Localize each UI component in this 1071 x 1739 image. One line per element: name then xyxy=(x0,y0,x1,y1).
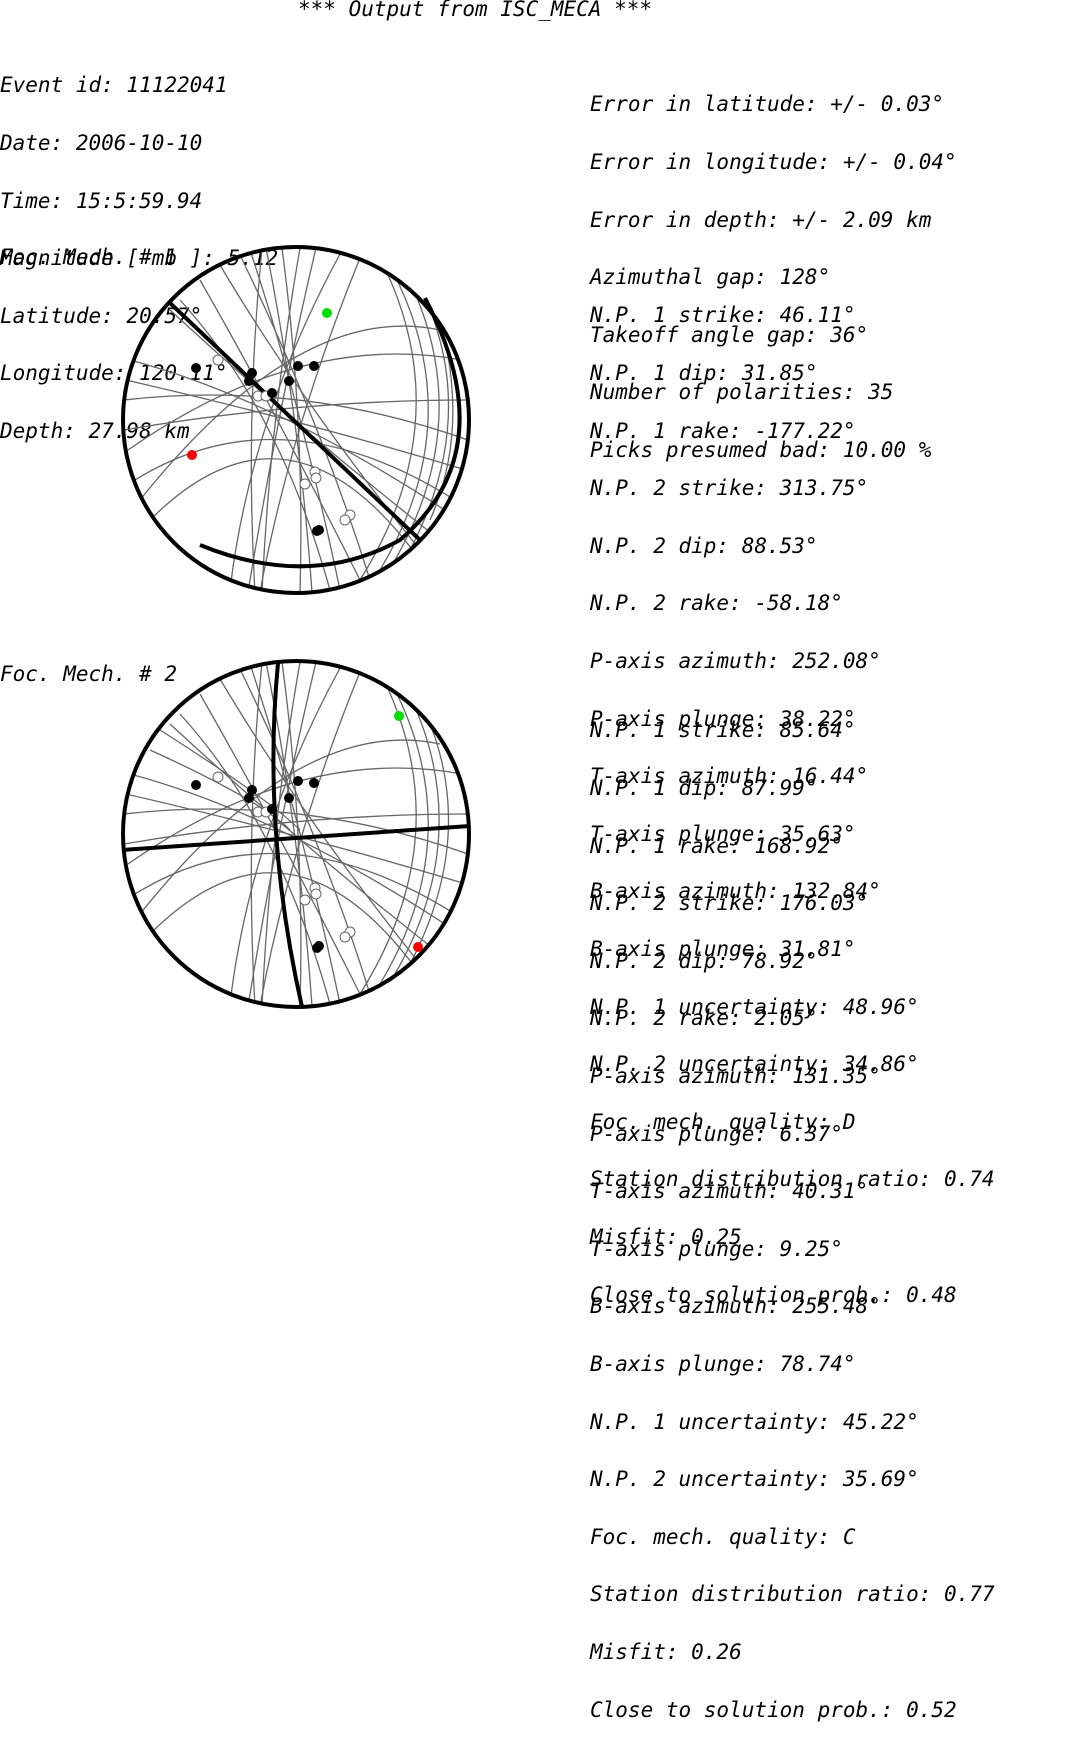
beachball-2 xyxy=(121,659,471,1009)
number-of-polarities: Number of polarities: 35 xyxy=(590,380,894,405)
p-axis-marker-1 xyxy=(322,308,332,318)
azimuthal-gap: Azimuthal gap: 128° xyxy=(590,265,831,290)
event-date: Date: 2006-10-10 xyxy=(0,131,203,155)
focal-sphere-outline-2 xyxy=(121,659,471,1009)
takeoff-angle-gap: Takeoff angle gap: 36° xyxy=(590,322,869,347)
event-depth: Depth: 27.98 km xyxy=(0,418,190,443)
beachball-1 xyxy=(121,245,471,595)
param-line: P-axis plunge: 6.37° xyxy=(590,1121,843,1146)
param-line: N.P. 1 uncertainty: 48.96° xyxy=(590,994,919,1019)
event-latitude: Latitude: 20.57° xyxy=(0,303,203,328)
param-line: Close to solution prob.: 0.52 xyxy=(590,1697,957,1722)
param-line: N.P. 2 strike: 176.03° xyxy=(590,891,869,916)
polarities-2 xyxy=(191,771,356,953)
param-line: B-axis plunge: 78.74° xyxy=(590,1351,856,1376)
error-longitude: Error in longitude: +/- 0.04° xyxy=(590,150,957,174)
param-line: N.P. 2 dip: 78.92° xyxy=(590,948,818,973)
p-axis-marker-2 xyxy=(394,711,404,721)
t-axis-marker-1 xyxy=(187,450,197,460)
param-line: N.P. 1 rake: 168.92° xyxy=(590,833,843,858)
param-line: N.P. 1 strike: 46.11° xyxy=(590,303,856,328)
uncertainty-planes-1 xyxy=(124,248,468,592)
t-axis-marker-2 xyxy=(413,942,423,952)
param-line: N.P. 1 rake: -177.22° xyxy=(590,418,856,443)
param-line: P-axis azimuth: 131.35° xyxy=(590,1063,881,1088)
param-line: T-axis plunge: 35.63° xyxy=(590,821,856,846)
nodal-plane-2-2 xyxy=(271,662,304,1008)
beachball-diagrams xyxy=(121,245,471,1009)
param-line: B-axis plunge: 31.81° xyxy=(590,936,856,961)
focal-sphere-outline-1 xyxy=(121,245,471,595)
param-line: N.P. 2 rake: -58.18° xyxy=(590,591,843,616)
event-longitude: Longitude: 120.11° xyxy=(0,361,228,386)
uncertainty-planes-2 xyxy=(124,662,468,1006)
event-info: Event id: 11122041 Date: 2006-10-10 Time… xyxy=(0,38,278,460)
param-line: P-axis plunge: 38.22° xyxy=(590,706,856,731)
event-time: Time: 15:5:59.94 xyxy=(0,188,203,213)
error-latitude: Error in latitude: +/- 0.03° xyxy=(590,92,945,117)
param-line: N.P. 2 rake: 2.05° xyxy=(590,1006,818,1031)
param-line: T-axis plunge: 9.25° xyxy=(590,1236,843,1261)
param-line: N.P. 2 strike: 313.75° xyxy=(590,476,869,501)
param-line: Foc. mech. quality: C xyxy=(590,1524,856,1549)
param-line: N.P. 2 uncertainty: 35.69° xyxy=(590,1467,919,1492)
param-line: P-axis azimuth: 252.08° xyxy=(590,648,881,673)
polarities-1 xyxy=(191,354,356,536)
param-line: N.P. 1 dip: 87.99° xyxy=(590,776,818,800)
nodal-plane-1-1 xyxy=(199,297,462,569)
mechanism-1-label: Foc. Mech. # 1 xyxy=(0,245,178,269)
param-line: Misfit: 0.26 xyxy=(590,1639,742,1664)
mechanism-2-label: Foc. Mech. # 2 xyxy=(0,662,178,686)
page-title: *** Output from ISC_MECA *** xyxy=(298,0,653,21)
param-line: N.P. 1 strike: 85.64° xyxy=(590,718,856,743)
param-line: T-axis azimuth: 40.31° xyxy=(590,1179,869,1204)
param-line: N.P. 1 dip: 31.85° xyxy=(590,361,818,385)
param-line: N.P. 2 dip: 88.53° xyxy=(590,533,818,558)
event-errors: Error in latitude: +/- 0.03° Error in lo… xyxy=(590,57,957,479)
param-line: Station distribution ratio: 0.77 xyxy=(590,1582,995,1607)
event-id: Event id: 11122041 xyxy=(0,73,228,98)
picks-presumed-bad: Picks presumed bad: 10.00 % xyxy=(590,437,932,462)
nodal-plane-2-1 xyxy=(168,301,422,542)
param-line: B-axis azimuth: 132.84° xyxy=(590,879,881,904)
nodal-plane-1-2 xyxy=(121,824,471,852)
param-line: B-axis azimuth: 255.48° xyxy=(590,1294,881,1319)
param-line: N.P. 1 uncertainty: 45.22° xyxy=(590,1409,919,1434)
error-depth: Error in depth: +/- 2.09 km xyxy=(590,207,932,232)
param-line: T-axis azimuth: 16.44° xyxy=(590,764,869,789)
